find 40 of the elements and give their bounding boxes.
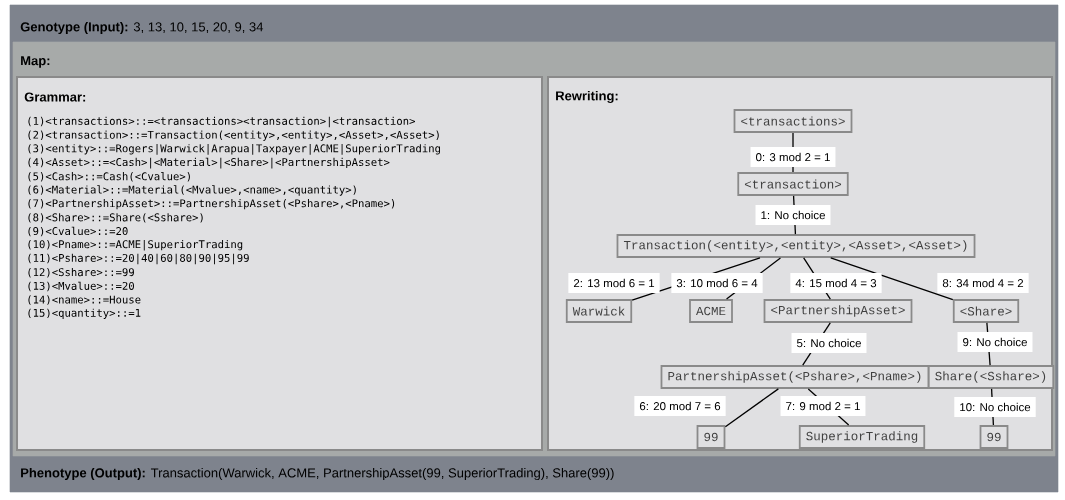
grammar-rule: (3)<entity>::=Rogers|Warwick|Arapua|Taxpayer|ACME|SuperiorTrading: [28, 144, 440, 155]
panel-heading: Map:: [21, 56, 50, 68]
panel: [16, 76, 543, 451]
edge-label: 2: 13 mod 6 = 1: [568, 273, 660, 293]
genotype-text: Genotype (Input): 3, 13, 10, 15, 20, 9, 34: [20, 21, 264, 35]
grammar-rule: (11)<Pshare>::=20|40|60|80|90|95|99: [28, 253, 249, 265]
symbol-box: ACME: [689, 299, 733, 323]
grammar-rule: (13)<Mvalue>::=20: [28, 281, 134, 292]
grammar-rule: (6)<Material>::=Material(<Mvalue>,<name>,<quantity>): [28, 185, 356, 196]
symbol-box: <Share>: [952, 299, 1020, 323]
symbol-box: Share(<Sshare>): [927, 365, 1055, 389]
edge-label: 4: 15 mod 4 = 3: [790, 273, 882, 293]
grammar-rule: (2)<transaction>::=Transaction(<entity>,<entity>,<Asset>,<Asset>): [28, 130, 439, 141]
symbol-box: SuperiorTrading: [798, 425, 926, 449]
grammar-rule: (9)<Cvalue>::=20: [28, 226, 128, 237]
symbol-box: Transaction(<entity>,<entity>,<Asset>,<Asset>): [616, 234, 976, 258]
grammar-rule: (5)<Cash>::=Cash(<Cvalue>): [28, 172, 190, 182]
grammar-rule: (14)<name>::=House: [28, 295, 141, 305]
grammar-rule: (10)<Pname>::=ACME|SuperiorTrading: [28, 240, 243, 251]
symbol-box: <PartnershipAsset>: [763, 299, 913, 323]
panel-heading: Rewriting:: [556, 90, 618, 104]
panel-heading: Grammar:: [24, 92, 86, 102]
grammar-rule: (15)<quantity>::=1: [28, 308, 141, 319]
connector-line: [724, 388, 779, 428]
grammar-rule: (1)<transactions>::=<transactions><transaction>|<transaction>: [28, 116, 415, 128]
edge-label: 10: No choice: [954, 397, 1036, 417]
symbol-box: <transaction>: [737, 172, 849, 196]
symbol-box: <transactions>: [733, 109, 853, 133]
edge-label: 8: 34 mod 4 = 2: [937, 273, 1029, 293]
edge-label: 3: 10 mod 6 = 4: [671, 273, 763, 293]
symbol-box: 99: [979, 425, 1009, 449]
symbol-box: Warwick: [565, 299, 633, 323]
symbol-box: 99: [696, 425, 726, 449]
grammar-rule: (8)<Share>::=Share(<Sshare>): [28, 213, 203, 223]
grammar-rule: (4)<Asset>::=<Cash>|<Material>|<Share>|<PartnershipAsset>: [28, 157, 390, 169]
grammar-rule: (12)<Sshare>::=99: [28, 267, 134, 278]
phenotype-text: Phenotype (Output): Transaction(Warwick, ACME, PartnershipAsset(99, SuperiorTrading), Share(99)): [21, 467, 614, 481]
grammar-rule: (7)<PartnershipAsset>::=PartnershipAsset(<Pshare>,<Pname>): [28, 199, 395, 210]
edge-label: 6: 20 mod 7 = 6: [634, 396, 726, 416]
connector-line: [830, 257, 954, 301]
